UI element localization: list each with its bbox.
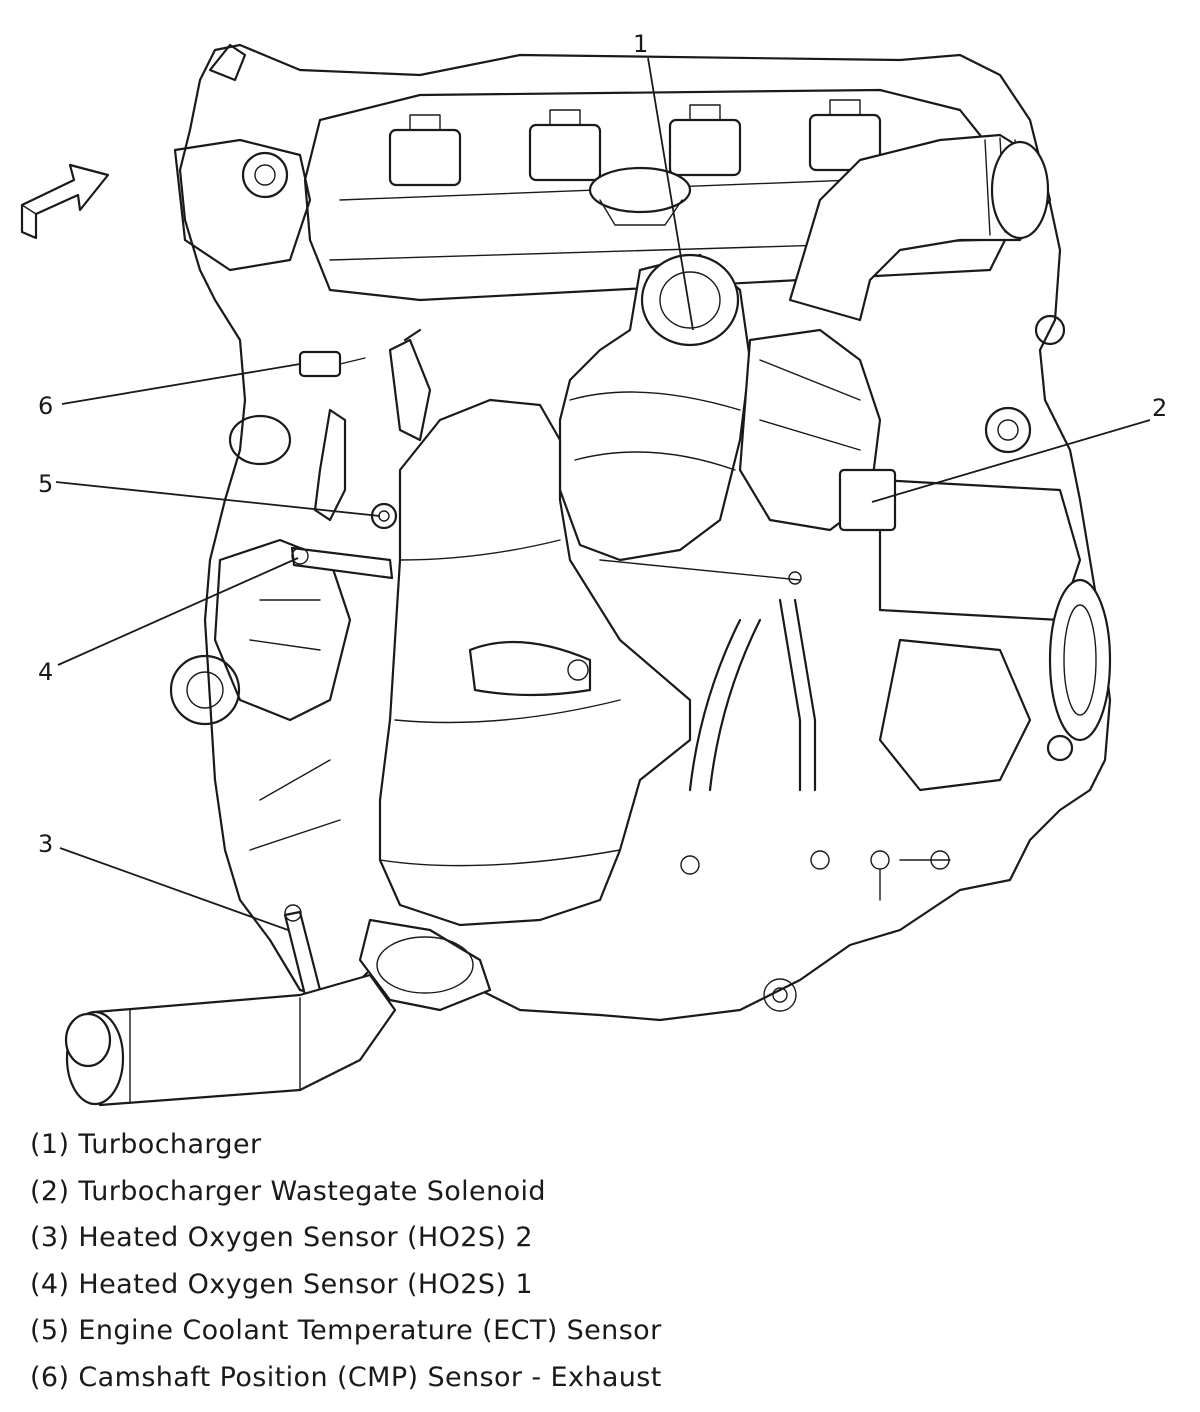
callout-number-6: 6	[38, 392, 53, 420]
callout-number-4: 4	[38, 658, 53, 686]
turbocharger	[558, 253, 897, 562]
engine-body	[169, 43, 1112, 1022]
legend-item-turbocharger: (1) Turbocharger	[30, 1129, 262, 1160]
parts-legend: (1) Turbocharger (2) Turbocharger Wasteg…	[30, 1122, 662, 1401]
leader-line-1	[647, 57, 694, 331]
engine-diagram: 1 2 3 4 5 6	[20, 30, 1167, 1107]
cmp-sensor	[298, 350, 366, 378]
catalytic-converter	[358, 398, 692, 1012]
legend-item-cmp-sensor: (6) Camshaft Position (CMP) Sensor - Exh…	[30, 1361, 662, 1393]
callout-number-2: 2	[1152, 394, 1167, 422]
legend-item-ect-sensor: (5) Engine Coolant Temperature (ECT) Sen…	[30, 1315, 662, 1346]
leader-line-2	[871, 419, 1151, 503]
oxygen-sensor-1	[290, 546, 394, 580]
leader-line-3	[59, 847, 289, 931]
direction-arrow-icon	[20, 163, 110, 240]
callout-number-3: 3	[38, 830, 53, 858]
legend-item-ho2s-1: (4) Heated Oxygen Sensor (HO2S) 1	[30, 1268, 533, 1300]
leader-line-4	[57, 557, 299, 666]
callout-numbers: 1 2 3 4 5 6	[38, 30, 1167, 858]
legend-item-ho2s-2: (3) Heated Oxygen Sensor (HO2S) 2	[30, 1222, 533, 1253]
legend-item-wastegate-solenoid: (2) Turbocharger Wastegate Solenoid	[30, 1175, 546, 1207]
ignition-coil-icon	[388, 99, 882, 187]
callout-leaders	[55, 57, 1151, 931]
wiring-harness	[599, 559, 817, 792]
oxygen-sensor-2	[283, 904, 322, 997]
callout-number-5: 5	[38, 470, 53, 498]
wastegate-solenoid	[838, 468, 897, 532]
callout-number-1: 1	[633, 30, 648, 58]
leader-line-5	[55, 481, 381, 517]
leader-line-6	[61, 363, 301, 405]
exhaust-pipe	[64, 973, 397, 1107]
